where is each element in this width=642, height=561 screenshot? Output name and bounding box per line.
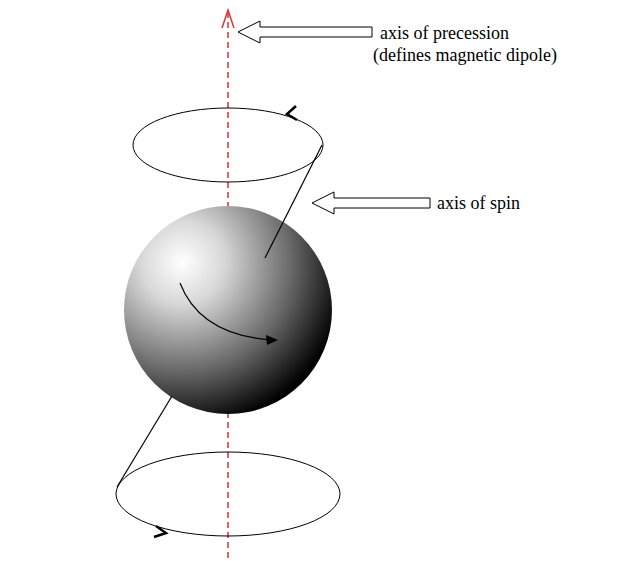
spin-axis xyxy=(117,396,172,487)
axis-arrowhead xyxy=(222,10,234,28)
pointer-arrow xyxy=(312,192,430,214)
orbit-arrowhead xyxy=(154,526,166,537)
pointer-arrow xyxy=(238,21,372,43)
precession-orbit xyxy=(116,452,340,536)
annotation-label: (defines magnetic dipole) xyxy=(373,45,557,65)
spin-axis xyxy=(265,145,322,258)
rotation-arrowhead xyxy=(266,335,278,345)
orbit-arrowhead xyxy=(287,106,297,120)
rotation-arrow xyxy=(180,283,272,340)
spinning-sphere xyxy=(124,206,332,414)
annotation-label: axis of spin xyxy=(437,193,520,213)
annotation-label: axis of precession xyxy=(380,23,509,43)
